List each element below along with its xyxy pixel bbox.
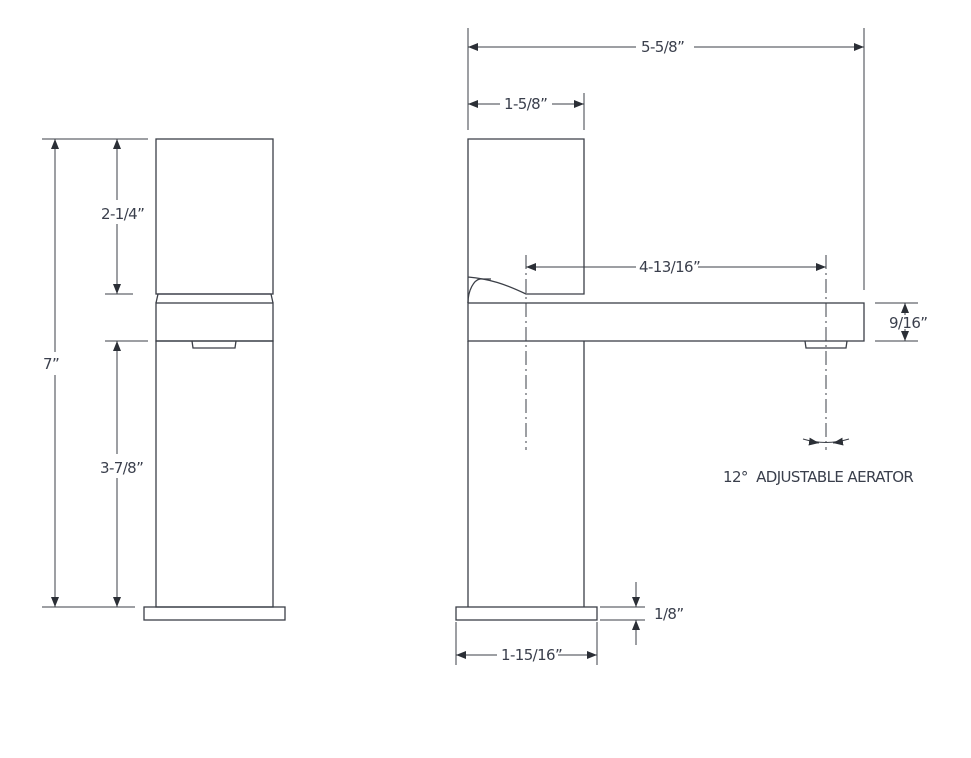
- dim-handle-height: 2-1/4”: [101, 205, 144, 223]
- dim-overall-reach: 5-5/8”: [641, 38, 684, 56]
- side-spout: [467, 302, 865, 342]
- dim-overall-height: 7”: [43, 355, 59, 373]
- aerator-angle-arc: [802, 438, 850, 443]
- dim-spout-reach: 4-13/16”: [639, 258, 700, 276]
- front-aerator: [191, 340, 237, 349]
- side-body: [467, 341, 585, 607]
- dim-body-height: 3-7/8”: [100, 459, 143, 477]
- side-base: [455, 606, 598, 621]
- side-handle: [467, 138, 585, 303]
- front-view: 7” 2-1/4” 3-7/8”: [42, 138, 286, 621]
- front-handle: [155, 138, 274, 295]
- aerator-note: 12° ADJUSTABLE AERATOR: [723, 468, 913, 486]
- side-aerator: [804, 340, 848, 349]
- front-body: [155, 340, 274, 608]
- dim-base-width: 1-15/16”: [501, 646, 562, 664]
- front-spout-band: [155, 302, 274, 342]
- front-handle-bevel: [155, 293, 274, 304]
- dim-base-thickness: 1/8”: [654, 605, 684, 623]
- front-base: [143, 606, 286, 621]
- dim-spout-thickness: 9/16”: [889, 314, 927, 332]
- dim-handle-width: 1-5/8”: [504, 95, 547, 113]
- side-view: 5-5/8” 1-5/8” 4-13/16” 9/16” 1/8” 1-15/1…: [455, 28, 928, 665]
- side-handle-curve: [467, 278, 491, 304]
